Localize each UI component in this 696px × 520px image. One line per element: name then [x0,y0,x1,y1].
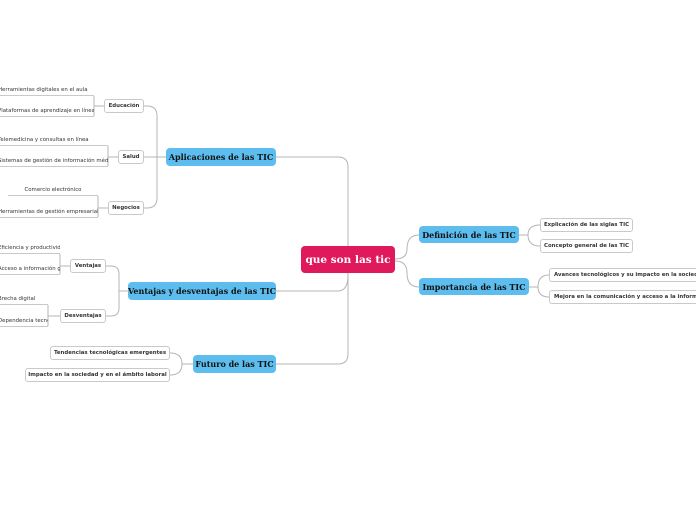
connector-line [97,207,108,217]
connector-line [93,96,104,107]
connector-line [529,274,550,288]
leaf-tendencias-emergentes[interactable]: Tendencias tecnológicas emergentes [50,346,170,360]
connector-line [537,286,550,298]
connector-line [59,254,70,267]
leaf-dependencia-tecnologica[interactable]: Dependencia tecnológica [0,317,48,327]
connector-line [169,352,193,365]
connector-line [527,234,541,247]
connector-line [47,305,60,317]
leaf-telemedicina[interactable]: Telemedicina y consultas en línea [0,136,108,146]
connector-line [394,260,420,288]
leaf-avances-tecnologicos[interactable]: Avances tecnológicos y su impacto en la … [549,268,696,282]
topic-futuro[interactable]: Futuro de las TIC [193,355,276,373]
connector-line [144,105,166,158]
connector-line [394,234,420,260]
subtopic-ventajas[interactable]: Ventajas [70,259,106,273]
leaf-herramientas-digitales[interactable]: Herramientas digitales en el aula [0,86,94,96]
leaf-explicacion-siglas[interactable]: Explicación de las siglas TIC [540,218,633,232]
topic-aplicaciones[interactable]: Aplicaciones de las TIC [166,148,276,166]
topic-definicion[interactable]: Definición de las TIC [419,226,519,243]
connector-line [59,265,70,274]
connector-line [144,157,158,209]
leaf-plataformas-aprendizaje[interactable]: Plataformas de aprendizaje en línea [0,107,94,117]
subtopic-educacion[interactable]: Educación [104,99,144,113]
leaf-gestion-empresarial[interactable]: Herramientas de gestión empresarial [0,208,98,218]
connector-line [276,262,349,365]
connector-line [276,156,349,260]
leaf-concepto-general[interactable]: Concepto general de las TIC [540,239,633,253]
leaf-comercio-electronico[interactable]: Comercio electrónico [8,186,98,196]
leaf-brecha-digital[interactable]: Brecha digital [0,295,48,305]
connector-line [47,315,60,326]
connector-line [107,156,118,166]
central-topic[interactable]: que son las tic [301,246,395,273]
connector-line [106,291,120,317]
topic-importancia[interactable]: Importancia de las TIC [419,278,529,295]
topic-ventajas-desventajas[interactable]: Ventajas y desventajas de las TIC [128,282,276,300]
subtopic-salud[interactable]: Salud [118,150,144,164]
leaf-acceso-informacion[interactable]: Acceso a información global [0,265,60,275]
connector-line [97,196,108,209]
connector-line [169,363,183,376]
connector-line [519,224,541,236]
connector-line [93,105,104,116]
leaf-mejora-comunicacion[interactable]: Mejora en la comunicación y acceso a la … [549,290,696,304]
leaf-gestion-informacion-medica[interactable]: Sistemas de gestión de información médic… [0,157,108,167]
connector-line [106,265,128,292]
subtopic-negocios[interactable]: Negocios [108,201,144,215]
connector-line [107,146,118,158]
leaf-eficiencia-productividad[interactable]: Eficiencia y productividad [0,244,60,254]
leaf-impacto-sociedad-laboral[interactable]: Impacto en la sociedad y en el ámbito la… [25,368,170,382]
subtopic-desventajas[interactable]: Desventajas [60,309,106,323]
